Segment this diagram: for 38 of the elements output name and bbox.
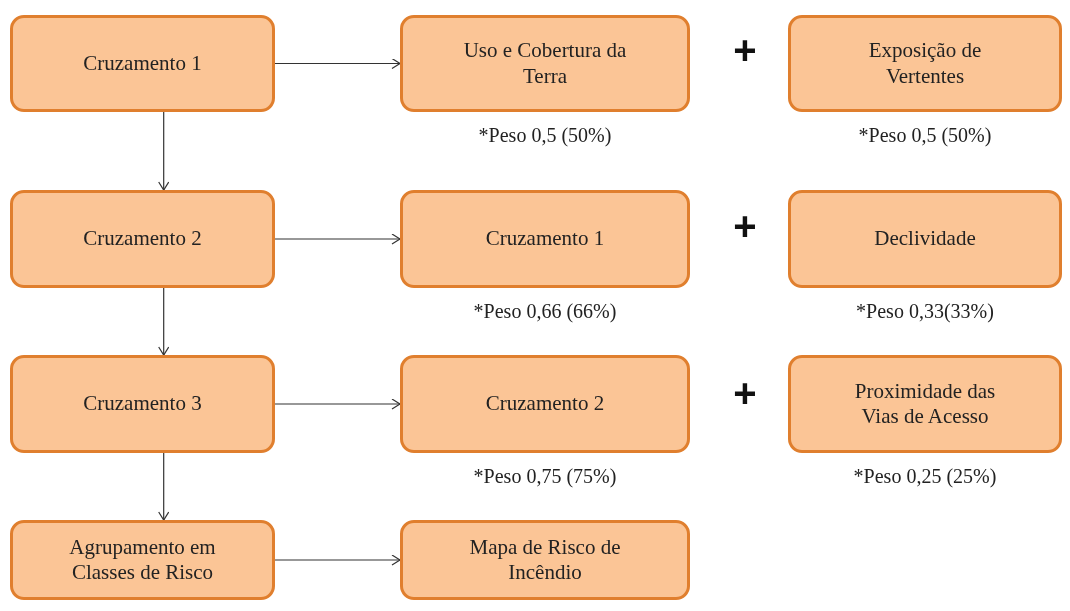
process-box <box>788 190 1062 288</box>
box-label: Mapa de Risco de Incêndio <box>468 534 622 586</box>
box-label: Cruzamento 3 <box>83 391 202 417</box>
weight-note: *Peso 0,33(33%) <box>855 299 995 325</box>
process-box <box>10 15 275 112</box>
arrow <box>158 452 170 521</box>
plus-sign: + <box>732 206 758 246</box>
box-label: Uso e Cobertura da Terra <box>462 38 628 89</box>
process-box <box>788 355 1062 453</box>
weight-note: *Peso 0,66 (66%) <box>472 299 618 325</box>
arrow <box>274 398 401 410</box>
arrow <box>158 287 170 356</box>
process-box <box>10 355 275 453</box>
process-box <box>400 520 690 600</box>
process-box <box>400 15 690 112</box>
process-box <box>400 190 690 288</box>
arrow <box>274 554 401 566</box>
plus-sign: + <box>732 30 758 70</box>
arrow <box>274 57 401 70</box>
weight-note: *Peso 0,5 (50%) <box>857 123 993 149</box>
process-box <box>10 520 275 600</box>
arrow <box>274 233 401 245</box>
process-box <box>10 190 275 288</box>
box-label: Cruzamento 1 <box>83 50 202 77</box>
box-label: Proximidade das Vias de Acesso <box>853 378 997 430</box>
arrow <box>158 111 170 191</box>
box-label: Cruzamento 1 <box>485 226 605 252</box>
box-label: Agrupamento em Classes de Risco <box>68 534 217 586</box>
weight-note: *Peso 0,25 (25%) <box>852 464 998 490</box>
box-label: Cruzamento 2 <box>83 226 202 252</box>
process-box <box>400 355 690 453</box>
box-label: Cruzamento 2 <box>485 391 605 417</box>
plus-sign: + <box>732 373 758 413</box>
process-box <box>788 15 1062 112</box>
weight-note: *Peso 0,75 (75%) <box>472 464 618 490</box>
box-label: Exposição de Vertentes <box>867 38 983 89</box>
box-label: Declividade <box>874 226 976 252</box>
weight-note: *Peso 0,5 (50%) <box>477 123 613 149</box>
